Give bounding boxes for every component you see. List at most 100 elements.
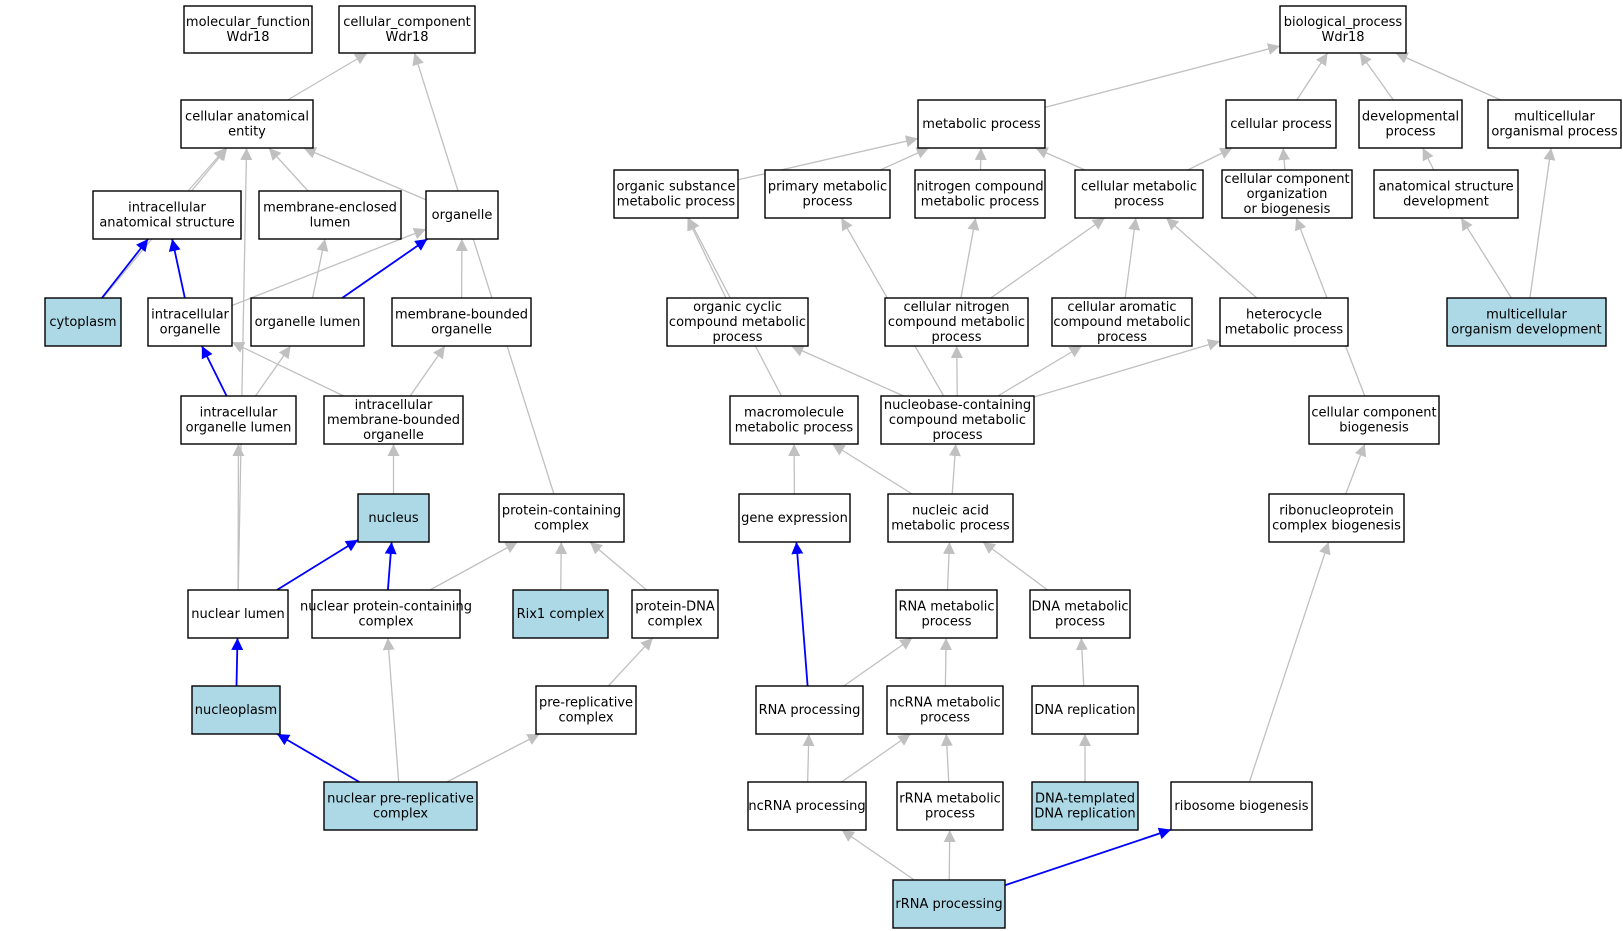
node-label: RNA processing bbox=[759, 703, 861, 718]
edge-cmp-to-cp bbox=[1187, 147, 1233, 171]
node-box bbox=[1268, 493, 1405, 543]
node-box bbox=[631, 589, 719, 639]
node-box bbox=[666, 297, 809, 347]
node-box bbox=[1373, 169, 1519, 219]
edge-imbo-to-mbo bbox=[409, 345, 446, 397]
edge-iol-to-iorg bbox=[201, 345, 228, 397]
edge-org-to-cae bbox=[303, 147, 427, 201]
node-box bbox=[1051, 297, 1193, 347]
node-box bbox=[1225, 99, 1337, 149]
edge-mop-to-bp bbox=[1395, 52, 1502, 101]
node-box bbox=[1358, 99, 1463, 149]
node-mp: metabolic process bbox=[917, 99, 1046, 149]
edge-npcc-to-pcc bbox=[429, 541, 518, 591]
node-box bbox=[1308, 395, 1440, 445]
edge-ncrp-to-ncrmp bbox=[841, 733, 911, 783]
node-box bbox=[191, 685, 281, 735]
node-box bbox=[311, 589, 461, 639]
node-label: gene expression bbox=[741, 511, 848, 526]
edge-namp-to-mmp bbox=[831, 443, 913, 495]
edge-hmp-to-cmp bbox=[1165, 217, 1258, 299]
edge-dmp-to-namp bbox=[982, 541, 1049, 591]
edge-mod-to-mop bbox=[1529, 147, 1556, 299]
node-box bbox=[323, 395, 464, 445]
node-label: nucleus bbox=[368, 511, 418, 526]
edge-nbcmp-to-hmp bbox=[1033, 338, 1221, 398]
edge-drep-to-dmp bbox=[1075, 637, 1088, 687]
node-label: Rix1 complex bbox=[517, 607, 605, 622]
node-box bbox=[755, 685, 864, 735]
node-box bbox=[892, 879, 1006, 929]
node-label: DNA replication bbox=[1034, 703, 1135, 718]
node-box bbox=[498, 493, 625, 543]
node-box bbox=[187, 589, 289, 639]
edge-rrp-to-rb bbox=[1004, 827, 1172, 887]
node-rrp: rRNA processing bbox=[892, 879, 1006, 929]
edge-imbo-to-iorg bbox=[231, 341, 344, 397]
edge-nl-to-nuc bbox=[276, 539, 359, 591]
edge-cyto-to-ias bbox=[101, 238, 149, 299]
node-box bbox=[258, 190, 402, 240]
node-box bbox=[880, 395, 1035, 445]
node-box bbox=[1029, 589, 1131, 639]
edge-rcb-to-ccb bbox=[1345, 443, 1367, 495]
edge-rrp-to-ncrp bbox=[841, 829, 915, 881]
edge-cp-to-bp bbox=[1296, 52, 1329, 101]
node-box bbox=[613, 169, 739, 219]
node-box bbox=[887, 493, 1014, 543]
edge-cacmp-to-cmp bbox=[1124, 217, 1141, 299]
node-box bbox=[425, 190, 499, 240]
edge-npcc-to-nuc bbox=[384, 541, 397, 591]
edge-orgl-to-org bbox=[341, 238, 428, 299]
edge-mp-to-bp bbox=[1044, 43, 1281, 109]
node-label: rRNA processing bbox=[895, 897, 1002, 912]
edge-namp-to-nbcmp bbox=[948, 443, 961, 495]
node-ge: gene expression bbox=[738, 493, 851, 543]
node-np: nucleoplasm bbox=[191, 685, 281, 735]
node-label: ncRNA processing bbox=[748, 799, 865, 814]
edge-rp-to-ge bbox=[791, 541, 809, 687]
node-label: organelle lumen bbox=[255, 315, 361, 330]
edge-rrp-to-rrmp bbox=[943, 829, 956, 881]
